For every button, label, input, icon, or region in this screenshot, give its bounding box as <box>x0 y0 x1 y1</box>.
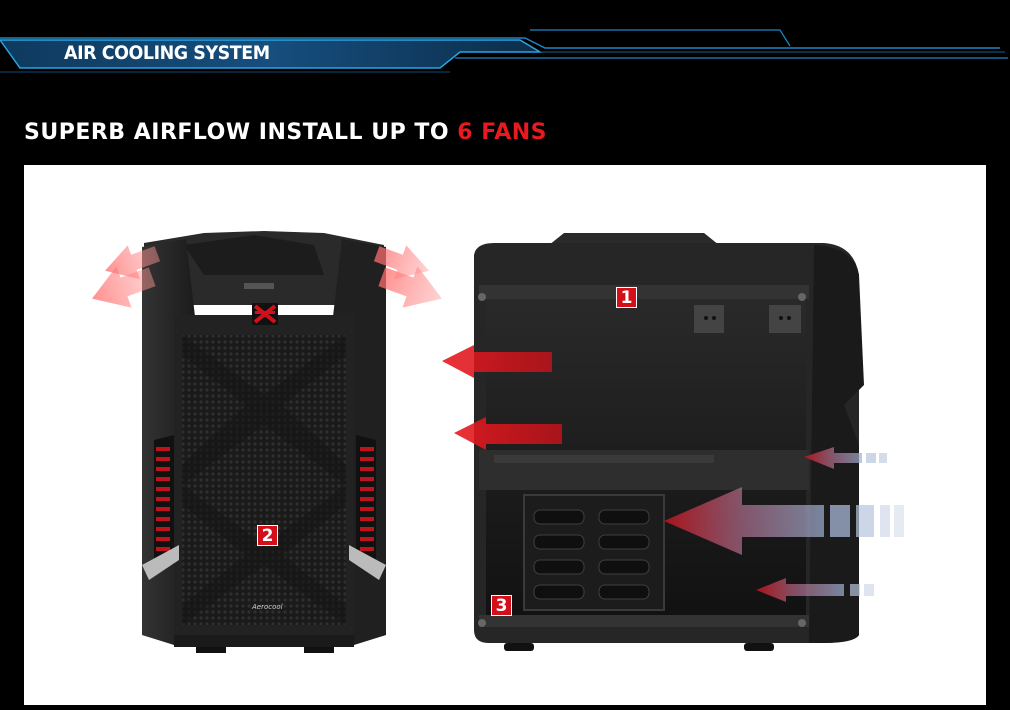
front-intake-arrows <box>664 447 904 602</box>
x-logo-icon <box>252 303 278 325</box>
product-image-panel: 1 2 3 Aerocool <box>24 165 986 705</box>
fan-position-badge-2: 2 <box>257 525 278 546</box>
headline: SUPERB AIRFLOW INSTALL UP TO 6 FANS <box>24 120 547 145</box>
headline-white-text: SUPERB AIRFLOW INSTALL UP TO <box>24 120 458 145</box>
rear-exhaust-arrows <box>442 345 562 450</box>
headline-highlight-text: 6 FANS <box>457 120 548 145</box>
case-side-view <box>442 233 904 651</box>
section-title: AIR COOLING SYSTEM <box>64 42 270 64</box>
front-left-red-vents <box>142 435 179 580</box>
brand-mark: Aerocool <box>252 603 283 611</box>
front-right-red-vents <box>349 435 386 580</box>
fan-position-badge-3: 3 <box>491 595 512 616</box>
fan-position-badge-1: 1 <box>616 287 637 308</box>
case-illustration <box>92 231 904 653</box>
header-banner <box>0 29 1008 73</box>
case-front-view <box>92 231 442 653</box>
top-exhaust-arrows <box>92 245 442 308</box>
hdd-cage <box>523 494 665 611</box>
